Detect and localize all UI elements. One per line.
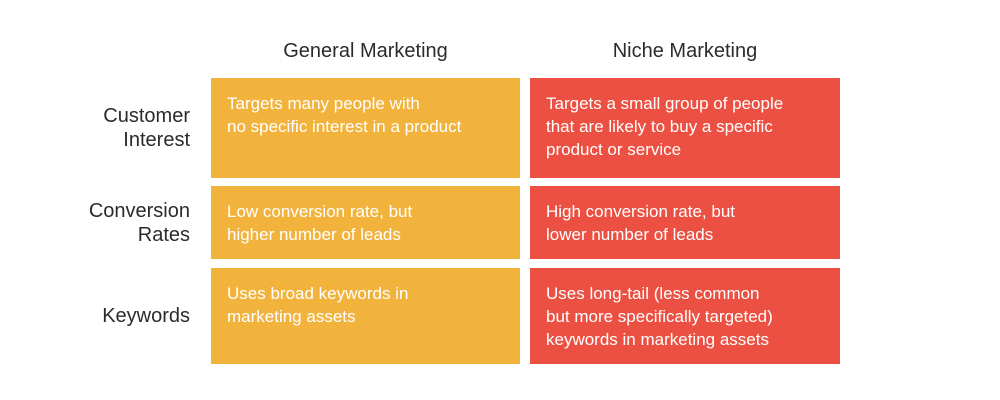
row-label-text: Conversion Rates [88, 199, 190, 246]
row-label-text: Customer Interest [103, 105, 190, 151]
column-header-general: General Marketing [283, 40, 448, 62]
cell-niche-conversion-rates: High conversion rate, but lower number o… [530, 186, 840, 259]
cell-general-keywords: Uses broad keywords in marketing assets [211, 268, 520, 364]
row-label-text: Keywords [102, 305, 190, 327]
cell-niche-customer-interest: Targets a small group of people that are… [530, 78, 840, 178]
cell-general-conversion-rates: Low conversion rate, but higher number o… [211, 186, 520, 259]
cell-niche-keywords: Uses long-tail (less common but more spe… [530, 268, 840, 364]
row-label-keywords: Keywords [30, 268, 190, 364]
column-header-niche: Niche Marketing [612, 40, 758, 62]
row-label-customer-interest: Customer Interest [30, 78, 190, 178]
cell-general-customer-interest: Targets many people with no specific int… [211, 78, 520, 178]
row-label-conversion-rates: Conversion Rates [30, 186, 190, 259]
